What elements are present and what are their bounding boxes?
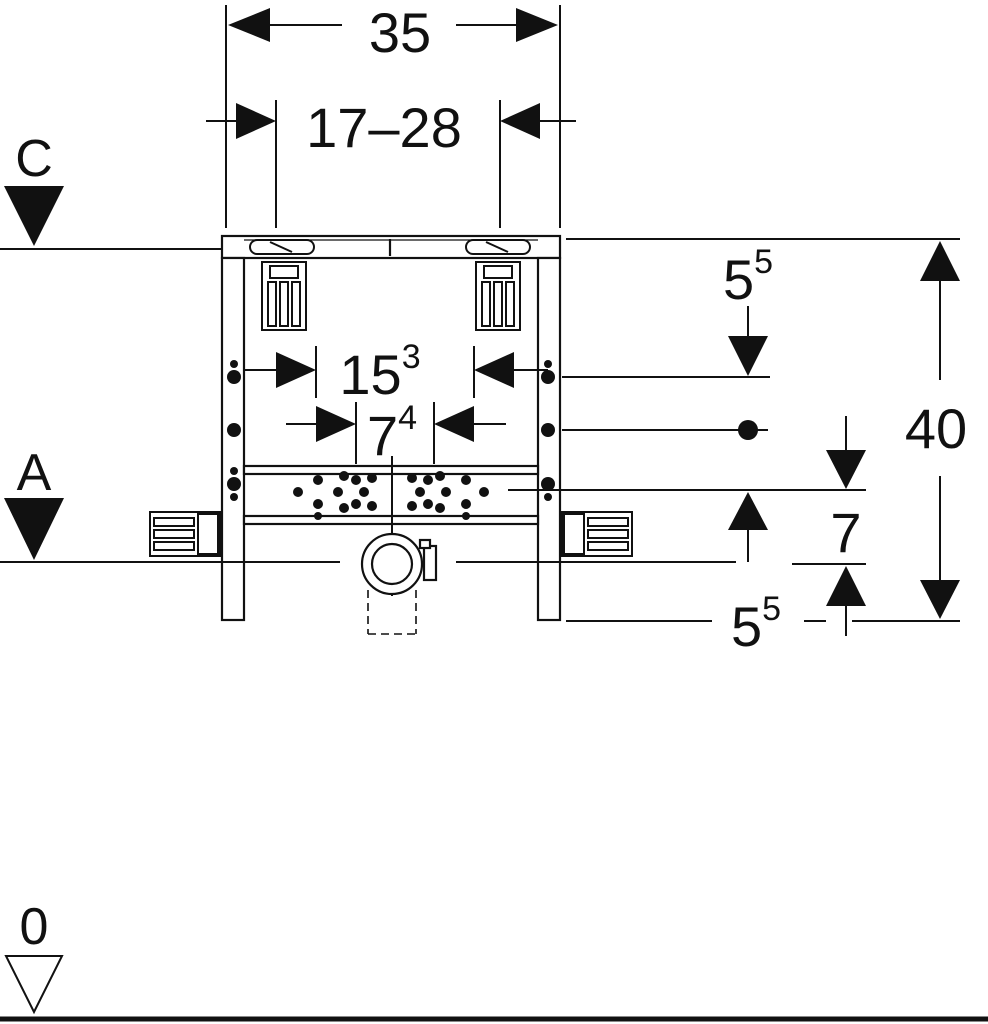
dim-top-offset <box>728 306 768 376</box>
drain-pipe-icon <box>360 532 438 635</box>
side-bracket-left-icon <box>149 511 221 557</box>
top-fixing-right-icon <box>465 239 531 331</box>
dim-adjustable-width-label: 17–28 <box>306 96 462 159</box>
dim-top-offset-label: 55 <box>723 243 773 311</box>
dim-bottom-offset <box>826 566 866 636</box>
dim-total-width <box>225 5 561 228</box>
dim-total-height <box>920 241 960 619</box>
connection-point-icon <box>732 420 768 440</box>
level-a-arrow-icon <box>4 498 64 560</box>
dim-center-width <box>286 402 506 464</box>
dim-total-height-label: 40 <box>905 397 967 460</box>
top-fixing-left-icon <box>249 239 315 331</box>
right-reference-lines <box>508 238 960 622</box>
floor-level-arrow-icon <box>4 955 64 1015</box>
dim-center-width-label: 74 <box>367 399 417 467</box>
dim-total-width-label: 35 <box>369 1 431 64</box>
level-c-label: C <box>15 130 53 188</box>
floor-level-label: 0 <box>20 898 49 956</box>
side-bracket-right-icon <box>561 511 633 557</box>
dim-drain-height-label: 7 <box>830 501 861 564</box>
level-a-label: A <box>17 444 52 502</box>
dim-inner-width-label: 153 <box>339 338 420 406</box>
dim-drain-height <box>728 416 866 562</box>
dim-inner-width <box>244 346 548 398</box>
dim-bottom-offset-label: 55 <box>731 590 781 658</box>
perforated-plate <box>293 471 489 520</box>
level-c-arrow-icon <box>4 186 64 246</box>
frame-holes <box>227 360 555 501</box>
dim-adjustable-width <box>206 100 576 228</box>
